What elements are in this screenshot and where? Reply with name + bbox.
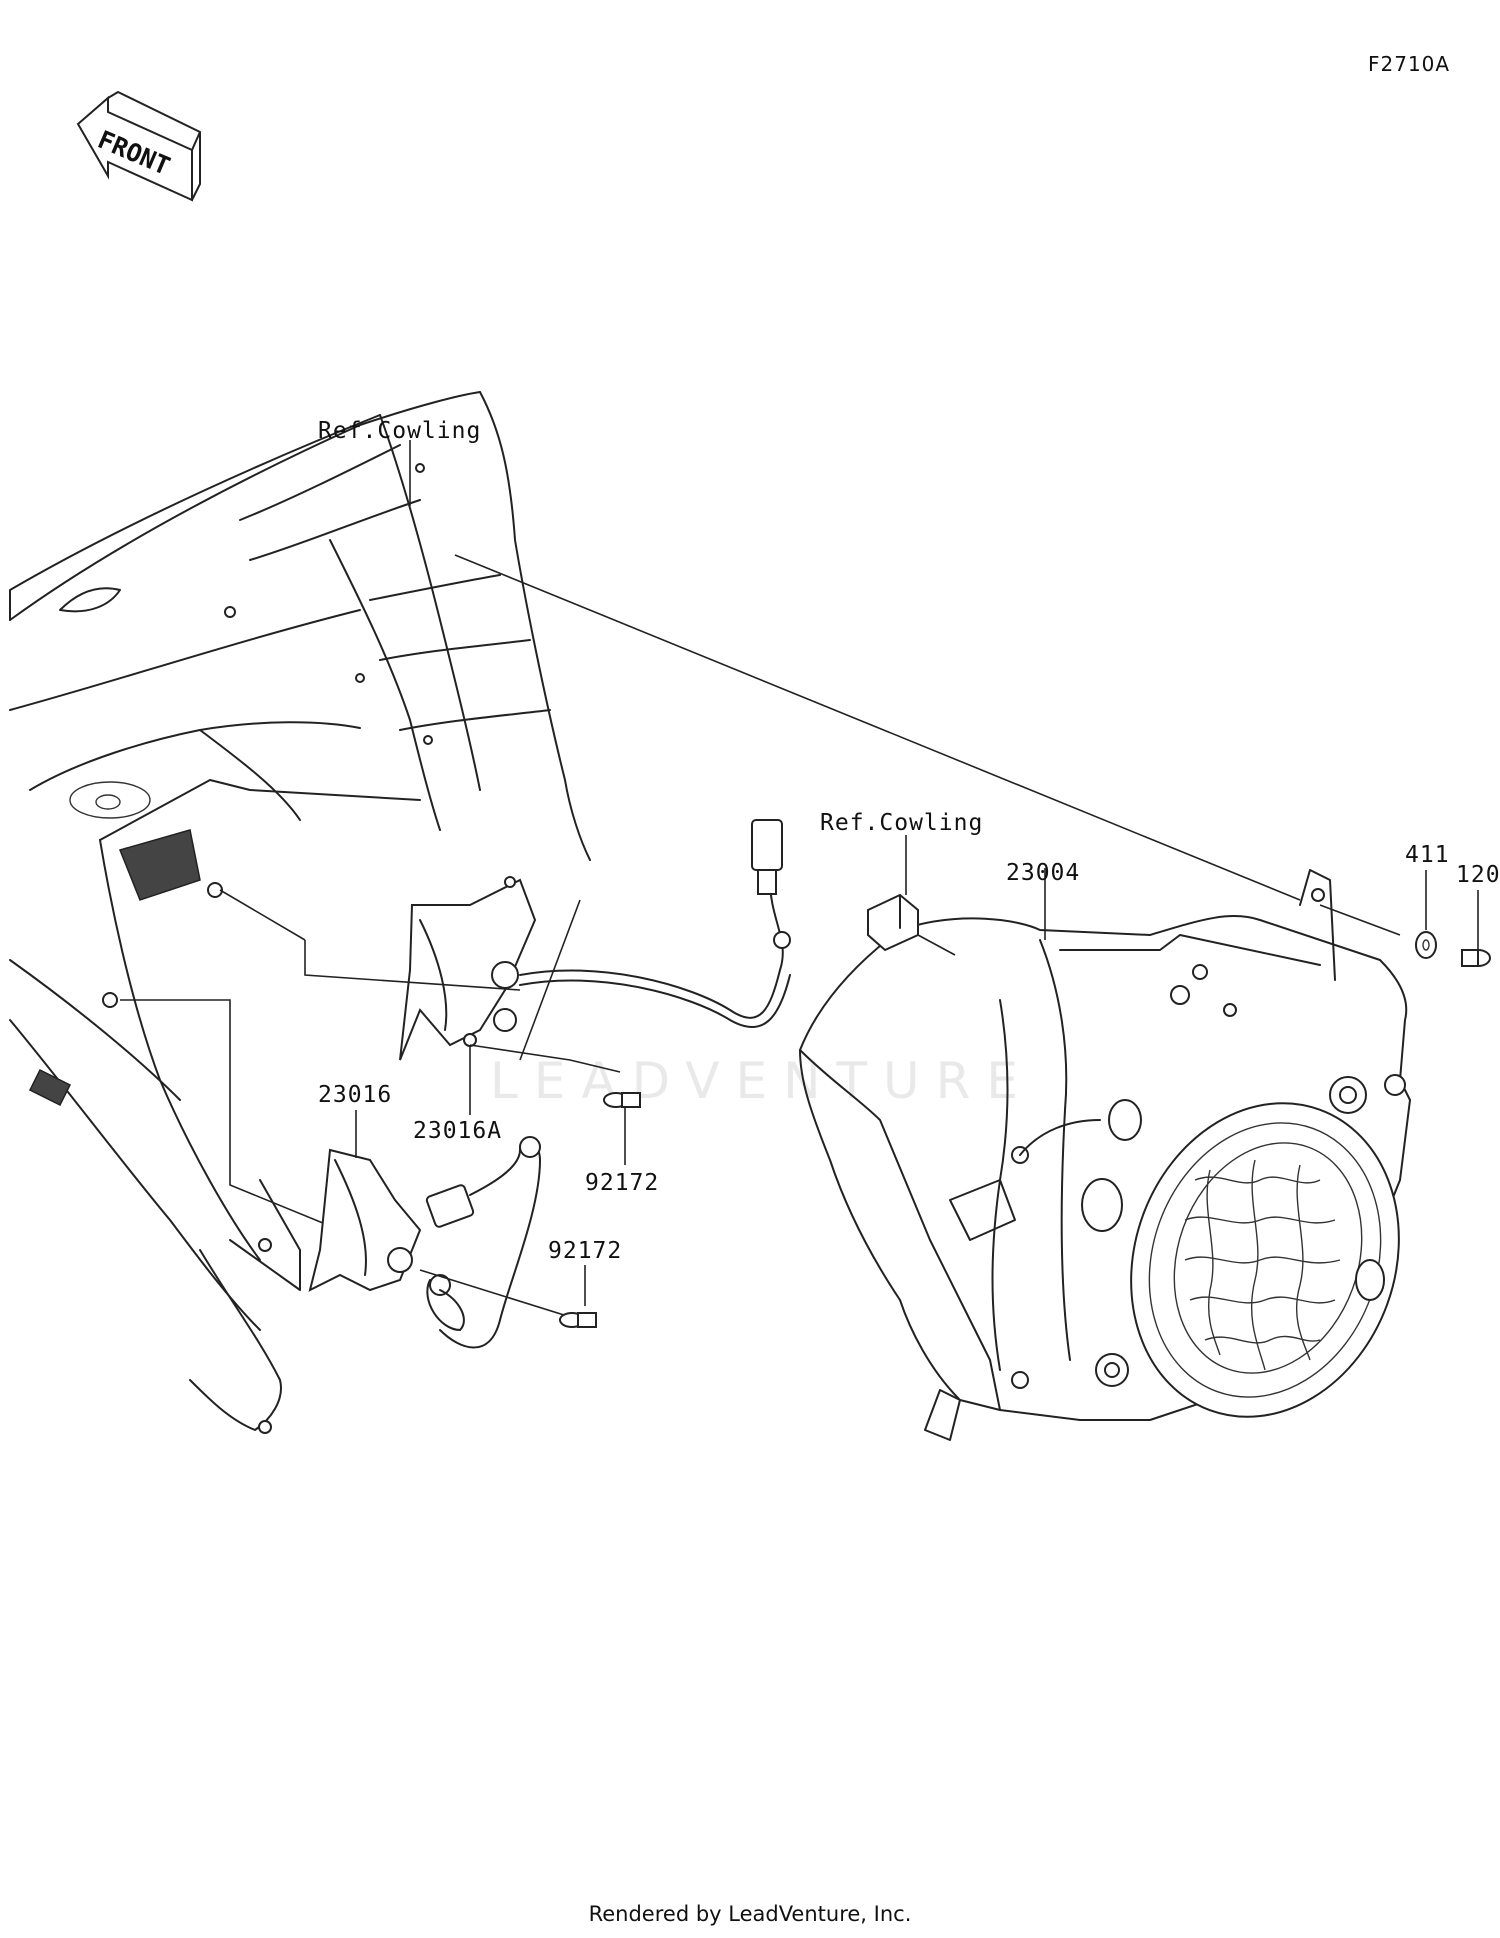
sensor-23016a [304,819,791,1115]
washer-411 [1415,870,1437,959]
callout-ref-cowling-left: Ref.Cowling [318,418,482,444]
footer-credit: Rendered by LeadVenture, Inc. [588,1902,912,1926]
bolt-120 [1461,890,1491,967]
headlight-23004 [799,868,1411,1441]
callout-120: 120 [1456,862,1500,888]
screw-92172-b [559,1265,597,1328]
callout-23004: 23004 [1006,860,1081,886]
figure-code: F2710A [1368,52,1451,76]
screw-92172-a [603,1092,641,1165]
callout-ref-cowling-right: Ref.Cowling [820,810,984,836]
callout-92172-upper: 92172 [585,1170,660,1196]
callout-23016: 23016 [318,1082,393,1108]
connector-cap [867,835,956,956]
callout-411: 411 [1405,842,1450,868]
callout-23016a: 23016A [413,1118,503,1144]
cowling-outline [9,391,591,1434]
front-arrow-icon: FRONT [76,91,201,202]
callout-92172-lower: 92172 [548,1238,623,1264]
sensor-23016 [308,1110,581,1349]
